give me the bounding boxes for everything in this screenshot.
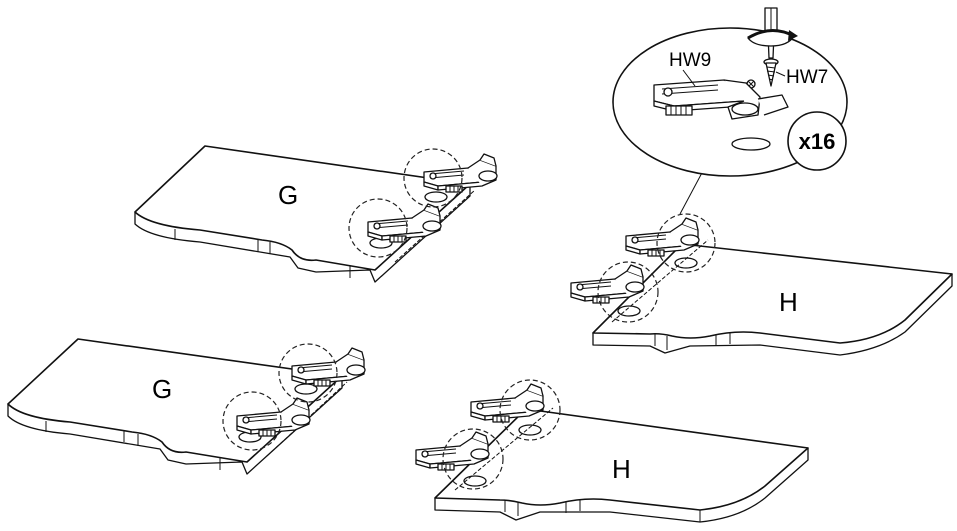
panel-h-bottom: H	[415, 379, 809, 523]
panel-label-g-bottom: G	[152, 374, 172, 404]
quantity-label: x16	[799, 129, 836, 154]
hw9-label: HW9	[669, 50, 711, 71]
hw7-label: HW7	[786, 67, 828, 88]
hinge-icon	[653, 79, 789, 120]
panel-h-top: H	[570, 213, 953, 356]
screw-icon	[763, 58, 779, 87]
panel-label-h-top: H	[779, 287, 798, 317]
panel-label-g-top: G	[278, 180, 298, 210]
detail-callout: HW9 HW7 x16	[612, 7, 848, 215]
panel-g-top: G	[134, 145, 498, 283]
quantity-badge	[787, 111, 847, 171]
panel-g-bottom: G	[7, 338, 366, 475]
rotation-arrow-icon	[747, 29, 798, 47]
hinge-icon	[291, 347, 366, 387]
panel-label-h-bottom: H	[612, 454, 631, 484]
